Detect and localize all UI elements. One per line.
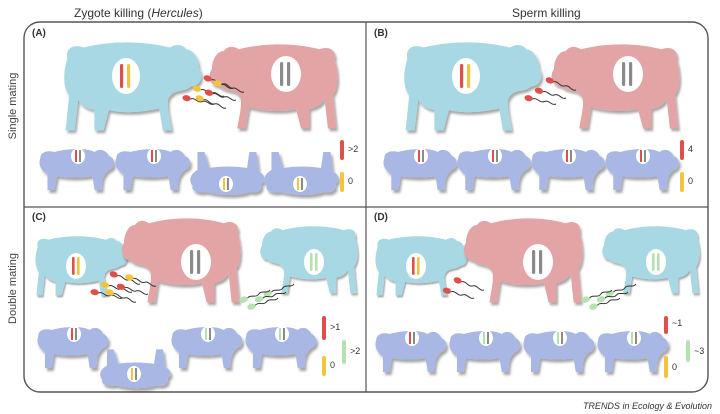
panel-d-red-count: ~1 (672, 318, 683, 328)
panel-c-yellow-count: 0 (330, 360, 336, 370)
journal-credit: TRENDS in Ecology & Evolution (582, 401, 712, 411)
panel-label-d: (D) (374, 212, 388, 223)
male-bull-pink (552, 44, 680, 128)
genome-circle (271, 56, 301, 92)
panel-label-a: (A) (32, 28, 46, 39)
panel-b-red-count: 4 (688, 144, 694, 154)
panel-a-red-count: >2 (348, 144, 359, 154)
column-title-zygote-killing: Zygote killing (Hercules) (74, 6, 203, 20)
count-bar-green (342, 340, 346, 364)
panel-label-c: (C) (32, 212, 46, 223)
count-bar-yellow (322, 356, 326, 376)
panel-c (35, 218, 358, 389)
chromosome-red (120, 64, 124, 88)
genome-circle (112, 58, 140, 94)
panel-label-b: (B) (374, 28, 388, 39)
panel-a (39, 42, 344, 195)
panel-a-yellow-count: 0 (348, 176, 354, 186)
panel-d-yellow-count: 0 (672, 362, 678, 372)
count-bar-red (680, 140, 684, 160)
count-bar-yellow (340, 172, 344, 192)
count-bar-yellow (664, 356, 668, 378)
count-bar-green (686, 340, 690, 362)
panel-b-yellow-count: 0 (688, 176, 694, 186)
count-bar-red (340, 140, 344, 160)
count-bar-yellow (680, 172, 684, 192)
chromosome-gray (280, 62, 284, 86)
panel-c-green-count: >2 (350, 346, 361, 356)
count-bar-red (664, 316, 668, 334)
panel-b (383, 42, 684, 192)
count-bar-red (322, 316, 326, 340)
chromosome-gray (287, 62, 291, 86)
column-title-sperm-killing: Sperm killing (512, 6, 581, 20)
panel-d (375, 218, 699, 378)
panel-c-red-count: >1 (330, 322, 341, 332)
offspring-calves (375, 331, 669, 372)
chromosome-yellow (127, 64, 131, 88)
panel-d-green-count: ~3 (694, 346, 705, 356)
